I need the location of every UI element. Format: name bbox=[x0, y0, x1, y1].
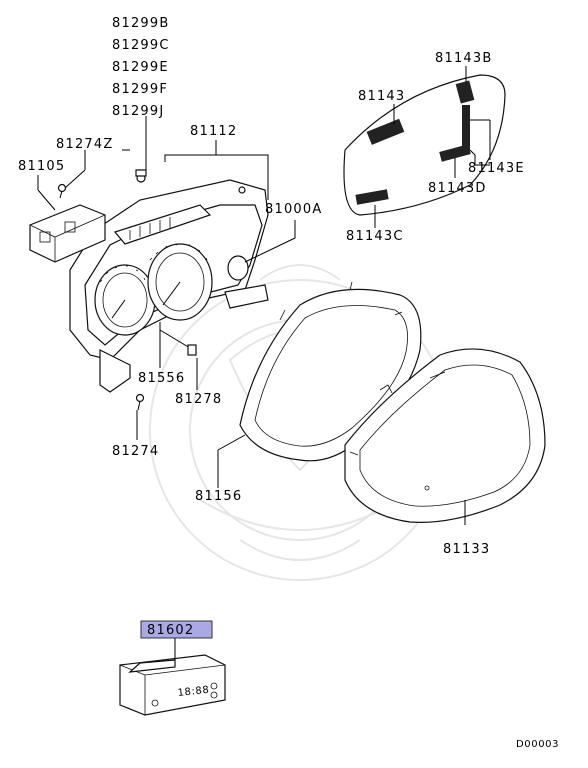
label-81274: 81274 bbox=[112, 444, 159, 459]
label-81299J: 81299J bbox=[112, 104, 164, 119]
label-81112: 81112 bbox=[190, 124, 237, 139]
label-81299F: 81299F bbox=[112, 82, 168, 97]
label-81000A: 81000A bbox=[265, 202, 322, 217]
label-81143E: 81143E bbox=[468, 161, 525, 176]
part-81133-lens bbox=[344, 348, 546, 523]
label-81143D: 81143D bbox=[428, 181, 487, 196]
meter-assembly bbox=[69, 169, 269, 393]
diagram-code: D00003 bbox=[516, 739, 559, 750]
highlight-box-81602 bbox=[140, 620, 213, 639]
label-81602[interactable]: 81602 bbox=[147, 623, 194, 638]
label-81143B: 81143B bbox=[435, 51, 492, 66]
part-81556-81278 bbox=[135, 329, 197, 411]
clock-display-text: 18:88 bbox=[177, 685, 210, 699]
label-81133: 81133 bbox=[443, 542, 490, 557]
label-81156: 81156 bbox=[195, 489, 242, 504]
label-81143: 81143 bbox=[358, 89, 405, 104]
label-81105: 81105 bbox=[18, 159, 65, 174]
label-81299B: 81299B bbox=[112, 16, 169, 31]
part-labels: 81299B 81299C 81299E 81299F 81299J 81112… bbox=[18, 16, 559, 750]
label-81299E: 81299E bbox=[112, 60, 169, 75]
label-81556: 81556 bbox=[138, 371, 185, 386]
label-81278: 81278 bbox=[175, 392, 222, 407]
label-81299C: 81299C bbox=[112, 38, 170, 53]
part-81602-clock-module: 18:88 bbox=[119, 654, 226, 716]
label-81274Z: 81274Z bbox=[56, 137, 113, 152]
label-81143C: 81143C bbox=[346, 229, 404, 244]
part-81143-decal-sheet bbox=[343, 74, 506, 216]
leader-lines bbox=[37, 66, 491, 660]
